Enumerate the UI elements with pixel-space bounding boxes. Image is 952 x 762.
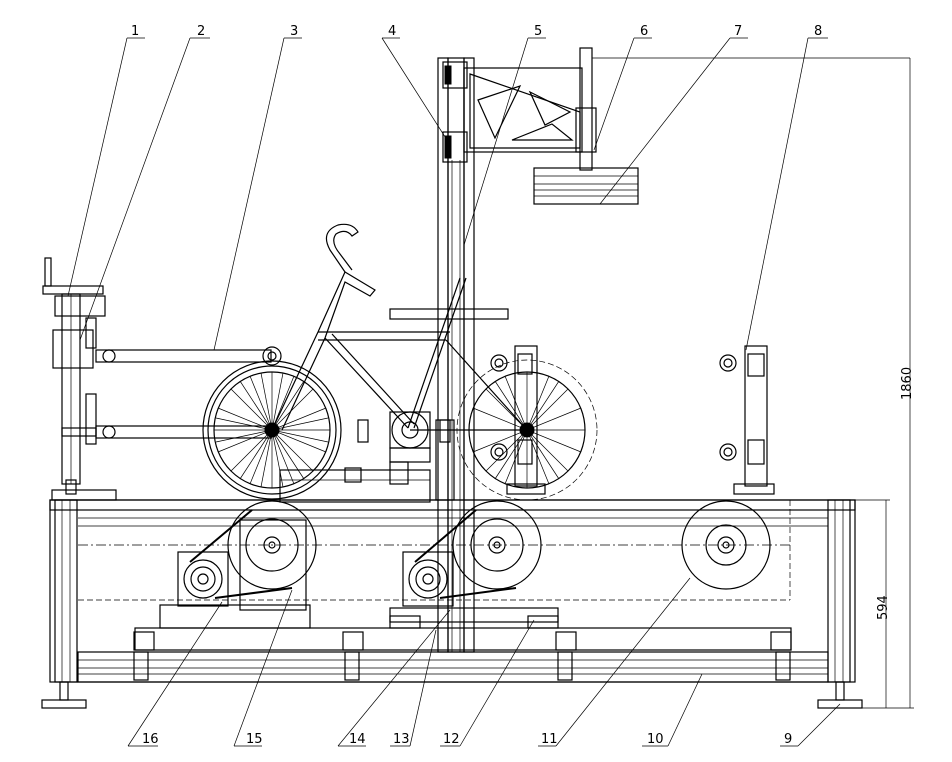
callout-4: 4 (388, 24, 396, 39)
drive-belts (189, 509, 517, 599)
motor-base-plate (133, 604, 792, 651)
rail-brackets (133, 651, 791, 681)
central-column (435, 57, 475, 653)
callout-3: 3 (290, 24, 298, 39)
callout-10: 10 (647, 732, 664, 747)
roller-trays (279, 461, 431, 503)
callout-15: 15 (246, 732, 263, 747)
dimension-frame-height: 594 (855, 499, 891, 708)
callout-16: 16 (142, 732, 159, 747)
callout-11: 11 (541, 732, 558, 747)
drive-pulleys (227, 500, 771, 611)
bicycle (202, 223, 598, 501)
leader-lines (67, 37, 841, 747)
callout-13: 13 (393, 732, 410, 747)
callout-9: 9 (784, 732, 792, 747)
dimension-overall-height: 1860 (862, 58, 915, 709)
callout-2: 2 (197, 24, 205, 39)
callout-14: 14 (349, 732, 366, 747)
callout-12: 12 (443, 732, 460, 747)
bike-frame (271, 223, 528, 431)
callout-numbers: 1 2 3 4 5 6 7 8 9 10 11 12 13 14 15 16 (131, 24, 822, 747)
right-fixture (719, 345, 775, 495)
callout-1: 1 (131, 24, 139, 39)
dimension-label-594: 594 (876, 595, 891, 620)
callout-6: 6 (640, 24, 648, 39)
load-arm (463, 47, 910, 205)
crank-assembly (357, 411, 451, 463)
dimension-label-1860: 1860 (900, 367, 915, 400)
callout-5: 5 (534, 24, 542, 39)
callout-7: 7 (734, 24, 742, 39)
callout-8: 8 (814, 24, 822, 39)
rear-stand (490, 345, 546, 495)
